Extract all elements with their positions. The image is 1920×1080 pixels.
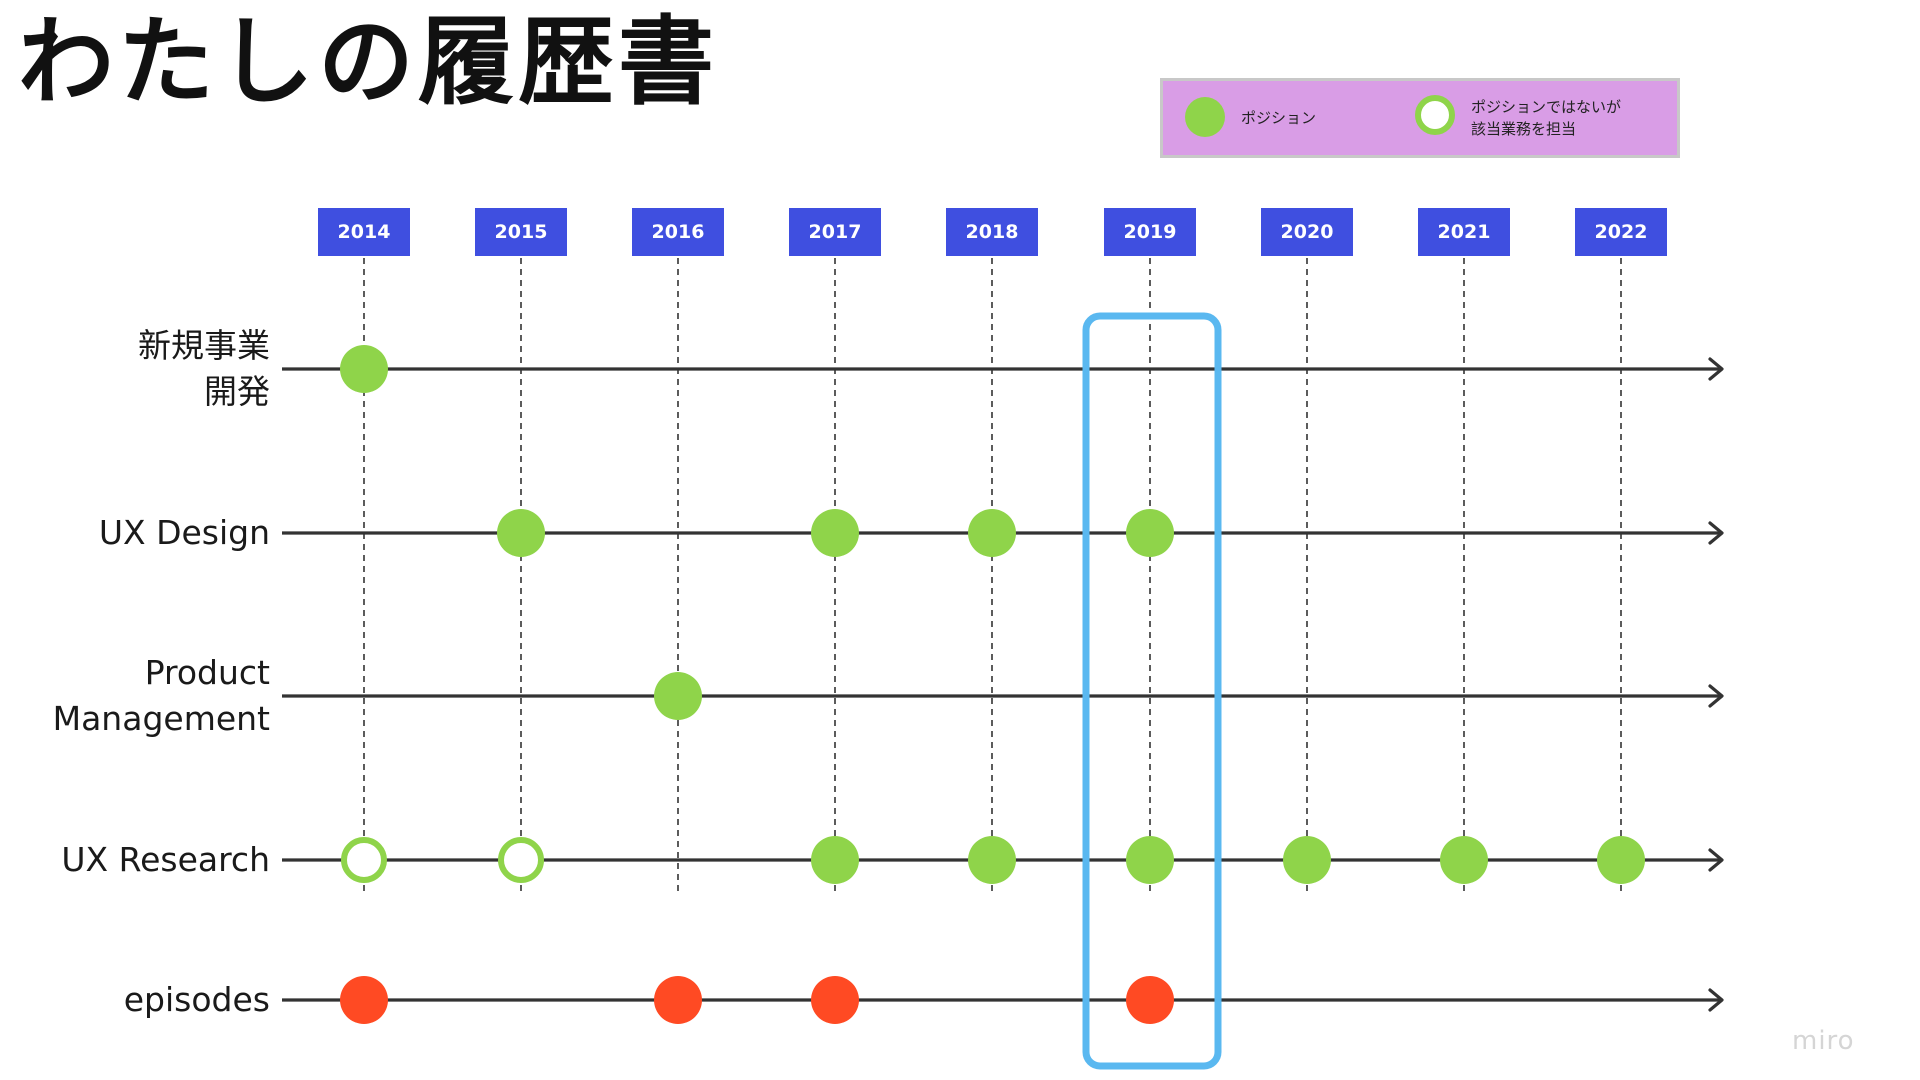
row-arrow-0 [1708,357,1724,381]
year-badge-2014: 2014 [318,208,410,256]
episode-marker [1126,976,1174,1024]
position-marker [968,509,1016,557]
row-label-line: UX Design [98,513,270,552]
episode-marker [654,976,702,1024]
row-label: UX Research [61,837,270,883]
position-marker [340,345,388,393]
year-badge-2017: 2017 [789,208,881,256]
row-label: UX Design [99,510,270,556]
position-marker [811,509,859,557]
position-marker [968,836,1016,884]
watermark: miro [1792,1026,1855,1056]
legend: ポジション ポジションではないが 該当業務を担当 [1160,78,1680,158]
year-badge-2015: 2015 [475,208,567,256]
row-label-line: 新規事業 [138,326,270,365]
position-marker [497,509,545,557]
row-arrow-4 [1708,988,1724,1012]
position-marker [811,836,859,884]
position-marker [1126,836,1174,884]
legend-position-label: ポジション [1241,109,1317,127]
position-marker [1440,836,1488,884]
year-badge-2018: 2018 [946,208,1038,256]
row-label-line: UX Research [61,840,270,879]
year-badge-2021: 2021 [1418,208,1510,256]
task-marker [341,837,387,883]
row-label-line: Management [52,699,270,738]
row-arrow-3 [1708,848,1724,872]
year-badge-2022: 2022 [1575,208,1667,256]
highlight-frame [1082,312,1222,1070]
year-badge-2019: 2019 [1104,208,1196,256]
year-badge-2020: 2020 [1261,208,1353,256]
row-label-line: 開発 [204,372,270,411]
position-marker [1126,509,1174,557]
row-label-line: Product [144,653,270,692]
episode-marker [811,976,859,1024]
row-label-line: episodes [123,980,270,1019]
legend-task-label: ポジションではないが 該当業務を担当 [1471,96,1621,140]
row-arrow-2 [1708,684,1724,708]
position-marker-icon [1185,97,1225,137]
task-marker [498,837,544,883]
page-title: わたしの履歴書 [18,6,718,118]
position-marker [1283,836,1331,884]
row-label: episodes [124,977,270,1023]
episode-marker [340,976,388,1024]
position-marker [1597,836,1645,884]
legend-task-line2: 該当業務を担当 [1471,120,1577,138]
position-marker [654,672,702,720]
row-arrow-1 [1708,521,1724,545]
year-badge-2016: 2016 [632,208,724,256]
row-label: 新規事業開発 [138,323,270,415]
task-marker-icon [1415,95,1455,135]
legend-task-line1: ポジションではないが [1471,98,1622,116]
